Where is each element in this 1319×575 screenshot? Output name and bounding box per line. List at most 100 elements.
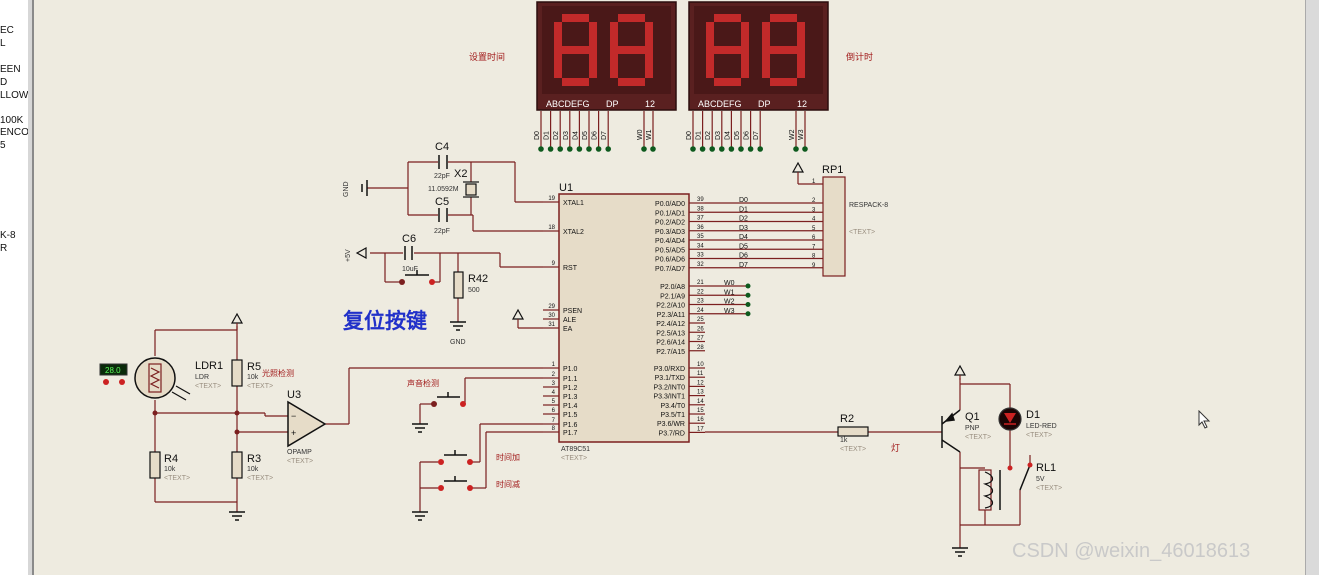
data-bus-label: D7 [739, 262, 748, 269]
mcu-pin-number: 11 [697, 371, 704, 377]
reset-gnd-label: GND [450, 339, 466, 346]
mcu-pin-number: 34 [697, 243, 704, 249]
respack-pin-number: 1 [812, 179, 816, 185]
component-list-item[interactable]: 100K [0, 115, 24, 126]
display-pin-terminal [738, 146, 744, 152]
resistor-r42[interactable] [453, 271, 464, 299]
component-list-item[interactable]: EEN [0, 64, 21, 75]
component-list-panel[interactable]: EC L EEN D LLOW 100K ENCOD 5 K-8 R [0, 0, 34, 575]
c5-ref: C5 [435, 196, 449, 208]
reset-vcc-label: +5V [345, 249, 352, 262]
r2-text: <TEXT> [840, 446, 866, 453]
mouse-cursor-icon [1198, 410, 1211, 429]
component-list-item[interactable]: 5 [0, 140, 6, 151]
component-list-item[interactable]: LLOW [0, 90, 29, 101]
data-bus-label: D2 [739, 216, 748, 223]
component-list-item[interactable]: EC [0, 25, 14, 36]
lamp-label: 灯 [891, 443, 900, 453]
mcu-pin-name: ALE [563, 317, 577, 324]
component-list-item[interactable]: K-8 [0, 230, 16, 241]
display-segment [714, 78, 741, 86]
display-pin-label: D0 [686, 131, 693, 140]
resistor-r2[interactable] [837, 426, 869, 437]
mcu-pin-number: 8 [552, 426, 556, 432]
data-bus-label: D6 [739, 253, 748, 260]
mcu-pin-number: 2 [552, 372, 556, 378]
display-pin-label: D6 [592, 131, 599, 140]
data-bus-label: D3 [739, 225, 748, 232]
sound-detect-button[interactable] [431, 392, 466, 407]
time-inc-button[interactable] [438, 450, 473, 465]
display-right[interactable]: ABCDEFG DP 12 [688, 1, 829, 111]
ldr-readout[interactable]: 28.0 [99, 363, 128, 385]
component-list-item[interactable]: L [0, 38, 6, 49]
display-pin-label: D7 [753, 131, 760, 140]
display-segment [706, 50, 714, 78]
data-bus-label: D4 [739, 234, 748, 241]
mcu-ref: U1 [559, 182, 573, 194]
mcu-pin-name: P3.4/T0 [660, 403, 685, 410]
mcu-pin-name: PSEN [563, 308, 582, 315]
relay-rl1[interactable] [978, 462, 1033, 511]
opamp-minus: − [291, 411, 296, 421]
right-scrollbar[interactable] [1305, 0, 1319, 575]
transistor-q1[interactable] [941, 409, 961, 453]
component-list-item[interactable]: D [0, 77, 8, 88]
digit-bus-terminal [745, 311, 751, 317]
mcu-text: <TEXT> [561, 455, 587, 462]
capacitor-c5[interactable] [438, 208, 448, 222]
time-dec-button[interactable] [438, 476, 473, 491]
mcu-pin-name: P2.1/A9 [660, 293, 685, 300]
r42-ref: R42 [468, 273, 488, 285]
display-pin-label: D3 [715, 131, 722, 140]
ground-symbol [952, 547, 968, 557]
component-list-item[interactable]: ENCOD [0, 127, 34, 138]
mcu-pin-name: P2.0/A8 [660, 284, 685, 291]
c4-value: 22pF [434, 173, 450, 180]
led-d1[interactable] [998, 407, 1022, 431]
capacitor-c4[interactable] [438, 155, 448, 169]
display-segment [610, 22, 618, 50]
respack-part: RESPACK-8 [849, 202, 888, 209]
display-segment [741, 22, 749, 50]
display-pin-terminal [650, 146, 656, 152]
mcu-u1[interactable]: 19XTAL118XTAL29RST29PSEN30ALE31EA1P1.02P… [543, 193, 705, 443]
display-right-digits [706, 14, 805, 86]
display-segment [618, 46, 645, 54]
mcu-pin-name: P0.3/AD3 [655, 229, 685, 236]
mcu-pin-name: P0.1/AD1 [655, 210, 685, 217]
display-pin-terminal [757, 146, 763, 152]
resistor-r3[interactable] [231, 451, 243, 479]
mcu-pin-number: 6 [552, 408, 556, 414]
ea-tie [511, 308, 543, 329]
mcu-pin-number: 22 [697, 289, 704, 295]
reset-caption: 复位按键 [342, 309, 427, 333]
display-pin-label: D5 [734, 131, 741, 140]
resistor-r4[interactable] [149, 451, 161, 479]
panel-scrollbar[interactable] [28, 0, 32, 575]
crystal-x2[interactable] [463, 181, 479, 198]
capacitor-c6[interactable] [404, 246, 413, 260]
reset-button[interactable] [399, 270, 435, 285]
display-segment [645, 50, 653, 78]
mcu-pin-name: RST [563, 265, 578, 272]
respack-rp1[interactable] [822, 176, 846, 277]
display-left[interactable]: ABCDEFG DP 12 [536, 1, 677, 111]
mcu-pin-name: P1.6 [563, 422, 578, 429]
time-dec-label: 时间减 [496, 479, 520, 489]
mcu-pin-number: 24 [697, 308, 704, 314]
mcu-pin-number: 21 [697, 280, 704, 286]
display-segment [562, 78, 589, 86]
opamp-u3[interactable]: − + [287, 400, 327, 448]
mcu-pin-number: 13 [697, 390, 704, 396]
r5-ref: R5 [247, 361, 261, 373]
component-list-item[interactable]: R [0, 243, 8, 254]
ldr-ldr1[interactable] [134, 357, 191, 401]
display-pin-terminal [793, 146, 799, 152]
display-pin-terminal [641, 146, 647, 152]
display-pin-label: D1 [544, 131, 551, 140]
display-pin-label: W2 [789, 129, 796, 140]
resistor-r5[interactable] [231, 359, 243, 387]
